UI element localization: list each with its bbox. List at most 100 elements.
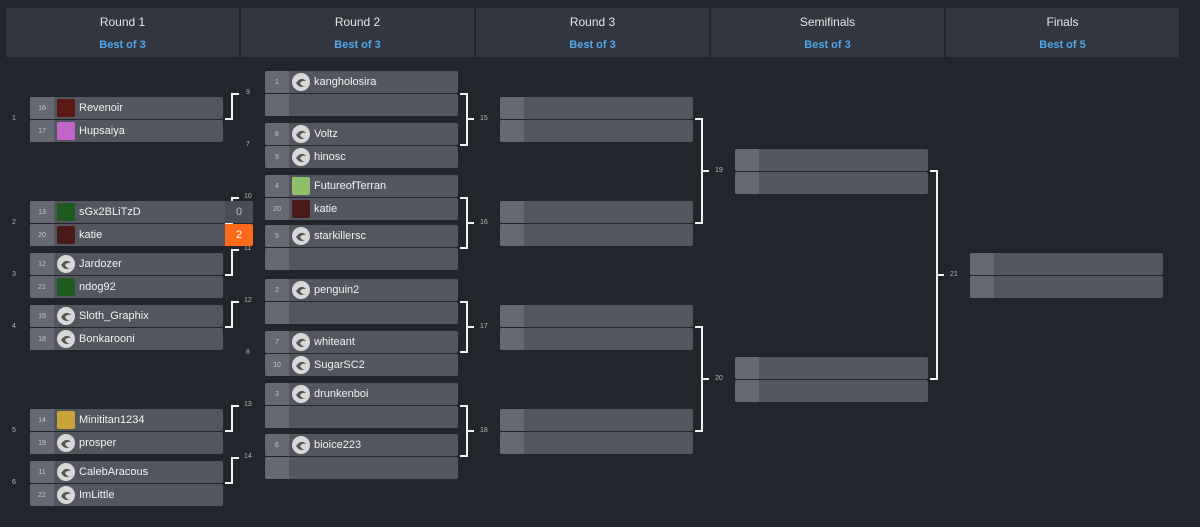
- player-slot[interactable]: 5 starkillersc: [265, 225, 458, 247]
- player-slot-empty[interactable]: [500, 305, 693, 327]
- player-slot[interactable]: 1 kangholosira: [265, 71, 458, 93]
- player-slot-empty[interactable]: [500, 201, 693, 223]
- seed-number: 13: [30, 201, 54, 223]
- player-name: bioice223: [314, 439, 362, 451]
- player-slot-empty[interactable]: [500, 97, 693, 119]
- player-slot[interactable]: 8 Voltz: [265, 123, 458, 145]
- round-header-1: Round 1 Best of 3: [6, 8, 239, 57]
- match-card[interactable]: 3 drunkenboi: [265, 383, 458, 428]
- sc2-logo-icon: [292, 436, 310, 454]
- player-slot[interactable]: 7 whiteant: [265, 331, 458, 353]
- player-slot-empty[interactable]: [735, 172, 928, 194]
- match-card[interactable]: 4 FutureofTerran 20 katie: [265, 175, 458, 220]
- player-slot-empty[interactable]: [500, 409, 693, 431]
- match-card[interactable]: 11 CalebAracous 22 ImLittle: [30, 461, 223, 506]
- match-card[interactable]: 14 Minititan1234 19 prosper: [30, 409, 223, 454]
- match-number: 6: [12, 479, 16, 486]
- player-name: ImLittle: [79, 489, 115, 501]
- round-best-of: Best of 3: [99, 39, 146, 51]
- player-name: prosper: [79, 437, 117, 449]
- player-slot[interactable]: 16 Revenoir: [30, 97, 223, 119]
- match-card[interactable]: 12 Jardozer 21 ndog92: [30, 253, 223, 298]
- round-name: Round 2: [334, 15, 381, 29]
- player-slot-empty[interactable]: [735, 149, 928, 171]
- player-avatar-icon: [57, 203, 75, 221]
- match-card-empty[interactable]: [500, 97, 693, 142]
- player-slot[interactable]: 19 prosper: [30, 432, 223, 454]
- player-slot[interactable]: 20 katie: [265, 198, 458, 220]
- match-card[interactable]: 15 Sloth_Graphix 18 Bonkarooni: [30, 305, 223, 350]
- match-card[interactable]: 13 sGx2BLiTzD 0 20 katie 2: [30, 201, 253, 246]
- player-avatar-icon: [57, 99, 75, 117]
- player-slot[interactable]: 2 penguin2: [265, 279, 458, 301]
- sc2-logo-icon: [292, 148, 310, 166]
- player-slot-empty[interactable]: [735, 380, 928, 402]
- match-card[interactable]: 1 kangholosira: [265, 71, 458, 116]
- seed-number: 3: [265, 383, 289, 405]
- player-slot[interactable]: 9 hinosc: [265, 146, 458, 168]
- player-slot-empty[interactable]: [735, 357, 928, 379]
- player-slot-empty[interactable]: [265, 302, 458, 324]
- player-slot-empty[interactable]: [265, 94, 458, 116]
- sc2-logo-icon: [292, 125, 310, 143]
- player-slot-empty[interactable]: [265, 248, 458, 270]
- seed-number: [265, 248, 289, 270]
- player-slot[interactable]: 17 Hupsaiya: [30, 120, 223, 142]
- match-card-empty[interactable]: [500, 305, 693, 350]
- player-slot[interactable]: 14 Minititan1234: [30, 409, 223, 431]
- player-slot[interactable]: 12 Jardozer: [30, 253, 223, 275]
- match-card[interactable]: 2 penguin2: [265, 279, 458, 324]
- match-card-empty[interactable]: [735, 149, 928, 194]
- round-best-of: Best of 5: [1039, 39, 1086, 51]
- player-name: katie: [314, 203, 338, 215]
- match-card-empty[interactable]: [500, 409, 693, 454]
- player-slot[interactable]: 13 sGx2BLiTzD 0: [30, 201, 253, 223]
- seed-box: [735, 149, 759, 171]
- match-card[interactable]: 7 whiteant 10 SugarSC2: [265, 331, 458, 376]
- seed-number: 11: [30, 461, 54, 483]
- round-name: Round 1: [99, 15, 146, 29]
- player-slot-empty[interactable]: [500, 224, 693, 246]
- player-slot-empty[interactable]: [500, 328, 693, 350]
- match-card-empty[interactable]: [500, 201, 693, 246]
- match-card[interactable]: 6 bioice223: [265, 434, 458, 479]
- seed-number: 22: [30, 484, 54, 506]
- sc2-logo-icon: [292, 73, 310, 91]
- match-card[interactable]: 5 starkillersc: [265, 225, 458, 270]
- player-slot-empty[interactable]: [970, 253, 1163, 275]
- player-name: kangholosira: [314, 76, 377, 88]
- player-slot[interactable]: 6 bioice223: [265, 434, 458, 456]
- match-number: 8: [246, 349, 250, 356]
- round-name: Semifinals: [799, 15, 856, 29]
- seed-box: [500, 432, 524, 454]
- match-number: 15: [480, 115, 488, 122]
- player-slot[interactable]: 11 CalebAracous: [30, 461, 223, 483]
- round-header-finals: Finals Best of 5: [946, 8, 1179, 57]
- player-slot[interactable]: 20 katie 2: [30, 224, 253, 246]
- match-number: 16: [480, 219, 488, 226]
- match-card[interactable]: 16 Revenoir 17 Hupsaiya: [30, 97, 223, 142]
- player-slot[interactable]: 18 Bonkarooni: [30, 328, 223, 350]
- player-slot-empty[interactable]: [970, 276, 1163, 298]
- player-slot[interactable]: 15 Sloth_Graphix: [30, 305, 223, 327]
- player-slot[interactable]: 10 SugarSC2: [265, 354, 458, 376]
- player-name: Hupsaiya: [79, 125, 125, 137]
- seed-box: [500, 409, 524, 431]
- match-card-empty[interactable]: [970, 253, 1163, 298]
- match-number: 18: [480, 427, 488, 434]
- match-card[interactable]: 8 Voltz 9 hinosc: [265, 123, 458, 168]
- sc2-logo-icon: [57, 463, 75, 481]
- player-slot-empty[interactable]: [265, 457, 458, 479]
- player-slot-empty[interactable]: [500, 120, 693, 142]
- match-card-empty[interactable]: [735, 357, 928, 402]
- player-slot[interactable]: 21 ndog92: [30, 276, 223, 298]
- player-slot[interactable]: 4 FutureofTerran: [265, 175, 458, 197]
- player-slot-empty[interactable]: [265, 406, 458, 428]
- player-slot-empty[interactable]: [500, 432, 693, 454]
- sc2-logo-icon: [57, 434, 75, 452]
- player-name: penguin2: [314, 284, 360, 296]
- player-name: ndog92: [79, 281, 116, 293]
- player-slot[interactable]: 22 ImLittle: [30, 484, 223, 506]
- player-avatar-icon: [57, 278, 75, 296]
- player-slot[interactable]: 3 drunkenboi: [265, 383, 458, 405]
